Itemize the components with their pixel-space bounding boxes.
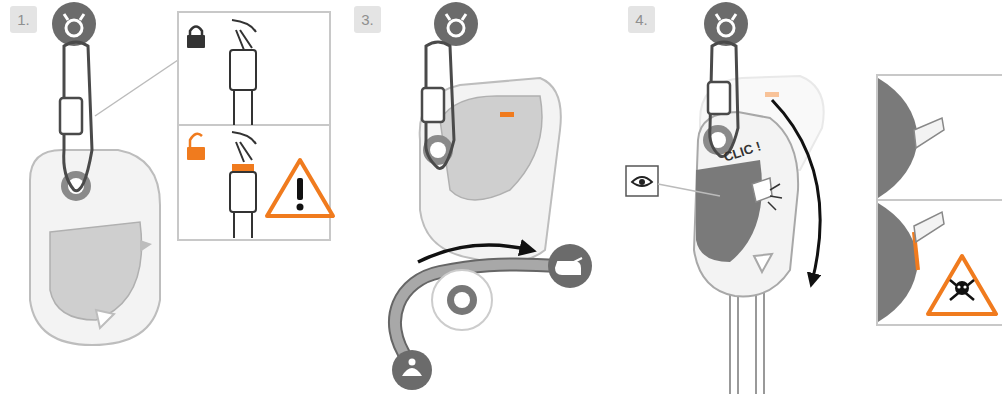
device-cam xyxy=(440,96,542,200)
step-badge: 3. xyxy=(354,6,381,33)
step-badge: 1. xyxy=(10,6,37,33)
anchor-symbol xyxy=(66,20,82,36)
device-body xyxy=(420,78,561,263)
device-open xyxy=(420,78,561,263)
anchor-icon xyxy=(704,2,748,46)
device-hole xyxy=(96,310,114,328)
pulley xyxy=(447,285,477,315)
orange-mark xyxy=(500,112,514,117)
locking-sleeve xyxy=(422,88,444,122)
carabiner xyxy=(60,42,178,191)
step-number: 4. xyxy=(635,12,648,27)
danger-triangle xyxy=(928,256,996,314)
anchor-disc xyxy=(704,2,748,46)
rope-core xyxy=(395,264,560,360)
climber-icon xyxy=(392,350,432,390)
step-number: 3. xyxy=(361,12,374,27)
leader-line xyxy=(658,184,720,196)
locking-sleeve xyxy=(230,172,256,212)
lever-detail xyxy=(914,212,944,242)
carabiner xyxy=(708,42,738,156)
orange-mark xyxy=(765,92,779,97)
check-eye-icon xyxy=(626,166,720,196)
carabiner xyxy=(422,42,454,168)
anchor-disc xyxy=(52,2,96,46)
exclamation-symbol xyxy=(297,178,303,200)
pivot-hole xyxy=(430,142,446,158)
inset-check xyxy=(877,75,1002,325)
anchor-disc xyxy=(434,2,478,46)
cam-detail xyxy=(878,78,918,198)
lever-detail xyxy=(914,118,944,148)
unlock-icon xyxy=(187,147,205,160)
leader-line xyxy=(95,60,178,116)
hand-icon xyxy=(548,244,592,288)
pulley xyxy=(432,270,492,330)
locking-sleeve xyxy=(708,82,730,114)
eye-symbol xyxy=(632,177,652,186)
gate-nose xyxy=(236,30,252,50)
hand-symbol xyxy=(556,258,582,274)
anchor-icon xyxy=(52,2,96,46)
unlock-icon xyxy=(190,134,202,147)
device-lever xyxy=(752,178,772,202)
device-cam xyxy=(696,160,762,262)
sleeve-warning-band xyxy=(232,164,254,172)
climber-symbol xyxy=(402,368,422,376)
inset-divider xyxy=(877,199,1002,201)
click-lines xyxy=(768,184,782,210)
lock-icon xyxy=(187,35,205,48)
gate-nose xyxy=(236,142,252,162)
pulley xyxy=(454,292,470,308)
device-closed xyxy=(30,150,160,345)
device-lever xyxy=(140,240,152,252)
cam-detail xyxy=(878,203,918,322)
direction-arrow xyxy=(418,245,530,262)
rope-outline xyxy=(395,264,560,360)
hand-disc xyxy=(548,244,592,288)
step-number: 1. xyxy=(17,12,30,27)
inset-divider xyxy=(178,124,330,126)
exclamation-symbol xyxy=(297,204,304,211)
anchor-icon xyxy=(434,2,478,46)
climber-disc xyxy=(392,350,432,390)
lock-icon xyxy=(190,27,202,37)
eye-box xyxy=(626,166,658,196)
inset-frame xyxy=(877,75,1002,325)
locking-sleeve xyxy=(230,50,256,90)
device-hole xyxy=(754,254,772,272)
gate-bar xyxy=(234,90,252,125)
skull-symbol xyxy=(963,285,966,288)
anchor-symbol xyxy=(448,20,464,36)
gate-bar xyxy=(234,212,252,238)
step-badge: 4. xyxy=(628,6,655,33)
climber-symbol xyxy=(409,359,416,366)
device-body xyxy=(30,150,160,345)
rotation-arrow xyxy=(772,100,820,282)
anchor-symbol xyxy=(718,20,734,36)
device-cam xyxy=(50,222,142,320)
crossbones-symbol xyxy=(950,280,974,300)
warning-triangle xyxy=(267,160,333,216)
skull-symbol xyxy=(957,285,960,288)
rope xyxy=(395,245,560,360)
eye-symbol xyxy=(639,179,645,185)
locking-sleeve xyxy=(60,98,82,134)
inset-locking xyxy=(178,12,333,240)
